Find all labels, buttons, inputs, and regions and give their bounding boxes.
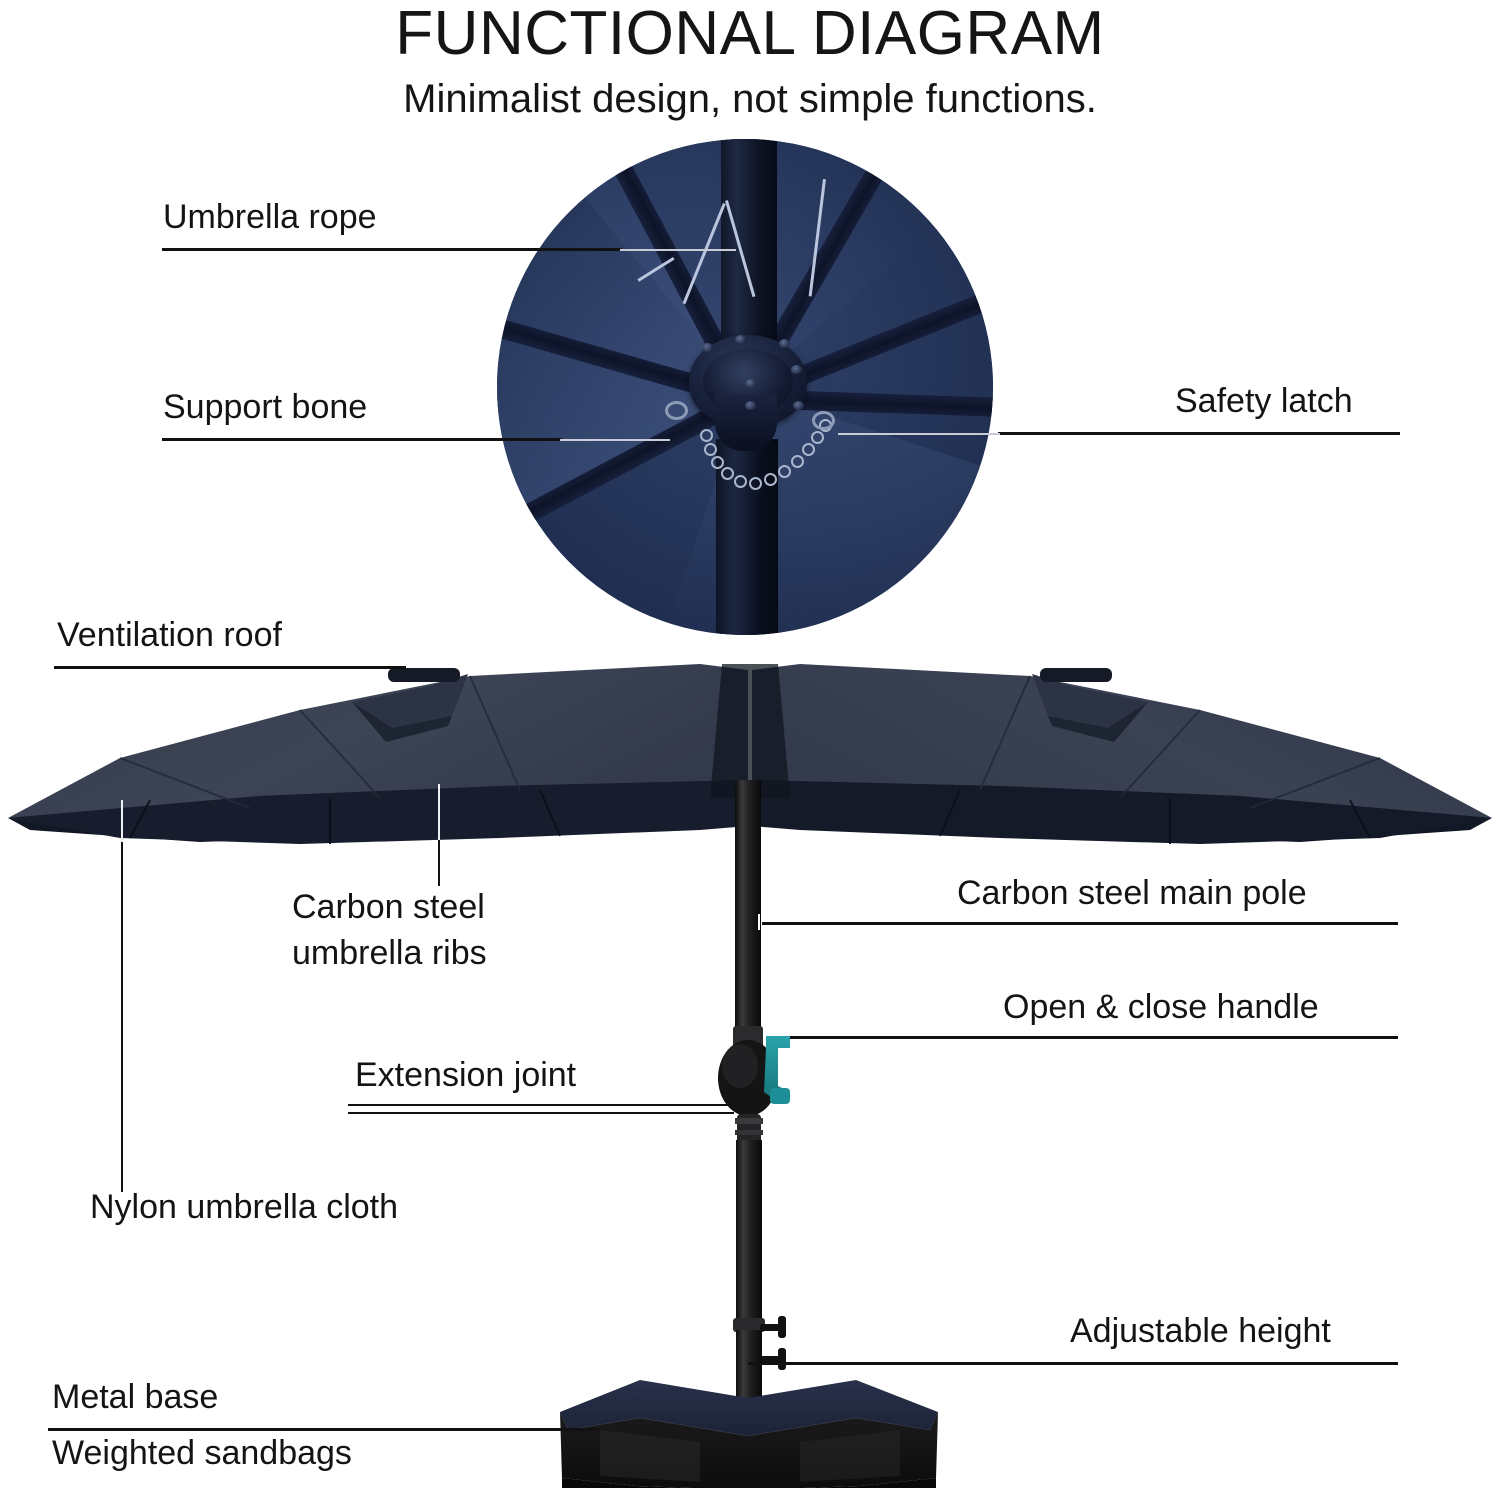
height-adjust-knob-upper xyxy=(760,1316,786,1338)
leader-open-close-handle xyxy=(790,1036,1398,1039)
leader-nylon-cloth-upper xyxy=(121,800,123,842)
main-pole-upper xyxy=(735,780,761,1038)
callout-label-carbon-steel-ribs: Carbon steel umbrella ribs xyxy=(292,884,592,976)
safety-chain-link xyxy=(764,473,777,486)
vent-cap-right xyxy=(1040,668,1112,682)
leader-main-pole xyxy=(762,922,1398,925)
canopy-rib-creases xyxy=(119,675,1381,809)
leader-ribs-upper xyxy=(438,784,440,840)
hub-bolt xyxy=(791,365,802,374)
leader-ribs-lower xyxy=(438,840,440,886)
umbrella-illustration xyxy=(8,664,1492,1488)
ventilation-roof-left-flap xyxy=(352,702,452,742)
callout-label-carbon-steel-main-pole: Carbon steel main pole xyxy=(957,874,1307,912)
ribs-label-line-2: umbrella ribs xyxy=(292,934,487,972)
leader-support-bone-inner xyxy=(560,439,670,441)
canopy-left-top xyxy=(8,664,748,818)
page-title: FUNCTIONAL DIAGRAM xyxy=(395,0,1105,68)
safety-chain-link xyxy=(749,477,762,490)
leader-nylon-cloth-lower xyxy=(121,842,123,1192)
safety-chain-link xyxy=(811,431,824,444)
height-adjust-knob-lower xyxy=(760,1348,786,1370)
safety-latch-clip xyxy=(812,411,835,430)
extension-joint-ring xyxy=(735,1130,763,1135)
callout-label-adjustable-height: Adjustable height xyxy=(1070,1312,1331,1350)
canopy-center-ridge xyxy=(710,664,790,798)
hub-bolt xyxy=(745,401,756,410)
hub-bolt xyxy=(702,343,713,352)
callout-label-ventilation-roof: Ventilation roof xyxy=(57,616,282,654)
leader-safety-latch xyxy=(998,432,1400,435)
crank-housing-highlight xyxy=(722,1044,758,1088)
leader-umbrella-rope xyxy=(162,248,622,251)
leader-extension-joint-a xyxy=(348,1104,734,1106)
base-top-surface xyxy=(560,1380,938,1436)
safety-chain-link xyxy=(802,443,815,456)
leader-extension-joint-b xyxy=(348,1112,734,1114)
callout-label-metal-base: Metal base xyxy=(52,1378,219,1416)
callout-label-weighted-sandbags: Weighted sandbags xyxy=(52,1434,352,1472)
safety-chain-link xyxy=(778,465,791,478)
base-fold-highlight xyxy=(800,1430,900,1482)
safety-chain-link xyxy=(791,455,804,468)
callout-label-nylon-umbrella-cloth: Nylon umbrella cloth xyxy=(90,1188,399,1226)
vent-cap-left xyxy=(388,668,460,682)
base-fold-highlight xyxy=(600,1430,700,1482)
callout-label-open-close-handle: Open & close handle xyxy=(1003,988,1319,1026)
safety-chain-link xyxy=(734,475,747,488)
extension-joint-ring xyxy=(735,1118,763,1124)
leader-main-pole-tick xyxy=(758,914,760,930)
callout-label-safety-latch: Safety latch xyxy=(1175,382,1353,420)
open-close-handle-crank xyxy=(764,1036,790,1102)
leader-metal-base xyxy=(48,1428,600,1431)
safety-chain-link xyxy=(700,429,713,442)
page-subtitle: Minimalist design, not simple functions. xyxy=(403,77,1097,121)
safety-chain-link xyxy=(711,456,724,469)
canopy-left-skirt xyxy=(8,780,748,844)
callout-label-umbrella-rope: Umbrella rope xyxy=(163,198,377,236)
hub-bolt xyxy=(779,339,790,348)
leader-umbrella-rope-inner xyxy=(620,249,736,251)
safety-chain-link xyxy=(721,467,734,480)
umbrella-hub-detail-inset xyxy=(497,139,993,635)
latch-eyelet xyxy=(665,401,688,420)
main-pole-upper xyxy=(721,139,777,369)
leader-ventilation-roof xyxy=(54,666,406,669)
hub-bolt xyxy=(745,379,756,388)
base-bottom-edge xyxy=(562,1478,936,1488)
hub-bolt xyxy=(735,335,746,344)
leader-adjustable-height xyxy=(748,1362,1398,1365)
main-pole-lower xyxy=(736,1140,762,1352)
hub-bolt xyxy=(793,401,804,410)
leader-safety-latch-inner xyxy=(838,433,1000,435)
leader-support-bone xyxy=(162,438,562,441)
ribs-label-line-1: Carbon steel xyxy=(292,888,485,926)
crank-knob xyxy=(770,1088,790,1104)
ventilation-roof-left xyxy=(352,674,468,728)
ventilation-roof-right xyxy=(1032,674,1148,728)
canopy-right-top xyxy=(752,664,1492,818)
canopy-skirt-creases xyxy=(129,789,1371,844)
callout-label-extension-joint: Extension joint xyxy=(355,1056,577,1094)
callout-label-support-bone: Support bone xyxy=(163,388,368,426)
ventilation-roof-right-flap xyxy=(1048,702,1148,742)
height-adjust-collar xyxy=(733,1318,765,1332)
canopy-right-skirt xyxy=(752,780,1492,844)
safety-chain-link xyxy=(704,443,717,456)
